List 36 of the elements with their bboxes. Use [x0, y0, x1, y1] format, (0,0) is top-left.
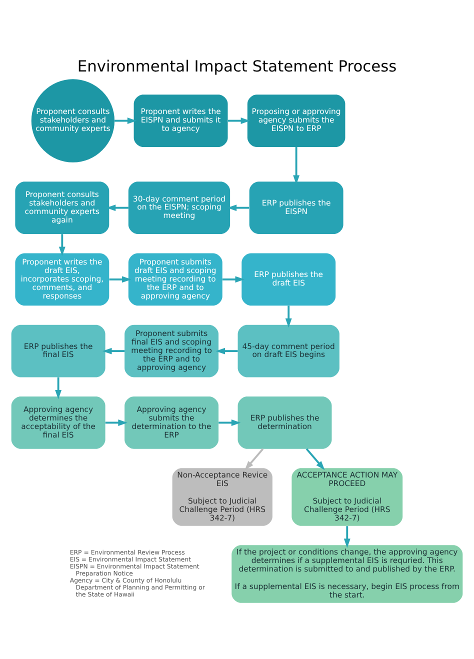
arrow [105, 419, 128, 426]
arrow [285, 306, 292, 328]
node-circle: Proponent consults stakeholders and community experts [31, 79, 115, 162]
arrow [306, 448, 325, 470]
arrow [58, 234, 66, 256]
node-box: Proponent submits draft EIS and scoping meeting recording to the ERP and to approving agency [128, 253, 222, 306]
arrow [109, 276, 132, 283]
arrow [216, 348, 238, 354]
node-box: Proponent submits final EIS and scoping meeting recording to the ERP and to approving agency [124, 324, 219, 378]
node-box: ACCEPTANCE ACTION MAY PROCEED Subject to Judicial Challenge Period (HRS 342-7) [292, 468, 403, 526]
arrow [227, 204, 250, 212]
diagram-title: Environmental Impact Statement Process [77, 57, 397, 76]
node-box: ERP publishes the draft EIS [242, 253, 336, 306]
arrow [218, 419, 241, 426]
arrow [102, 348, 125, 354]
node-box: 45-day comment period on draft EIS begins [238, 324, 340, 378]
node-box: 30-day comment period on the EISPN; scoping meeting [128, 182, 230, 234]
node-box: Proposing or approving agency submits the EISPN to ERP [247, 94, 346, 147]
node-box: Approving agency submits the determination to the ERP [124, 396, 219, 449]
arrow [228, 118, 250, 124]
arrow [55, 377, 62, 400]
node-box: Approving agency determines the acceptability of the final EIS [11, 396, 106, 449]
node-box: Proponent consults stakeholders and community experts again [15, 182, 110, 234]
arrow [222, 276, 245, 283]
node-box: ERP publishes the EISPN [249, 182, 344, 234]
arrow [114, 118, 137, 124]
node-box: Proponent writes the draft EIS, incorporates scoping, comments, and responses [15, 253, 110, 306]
arrow [244, 448, 264, 470]
node-box: ERP publishes the final EIS [11, 324, 106, 378]
arrow [293, 146, 300, 184]
node-box: If the project or conditions change, the approving agency determines if a supplemental EIS is requried. This determination is submitted to and published by the ERP. If a supplemental EIS is necessary, begin EIS process from the start. [232, 545, 463, 603]
arrow [344, 526, 350, 548]
node-box: Proponent writes the EISPN and submits it to agency [134, 94, 228, 147]
node-box: Non-Acceptance Revice EIS Subject to Judicial Challenge Period (HRS 342-7) [172, 468, 272, 526]
node-box: ERP publishes the determination [238, 396, 332, 449]
arrow [106, 204, 128, 212]
